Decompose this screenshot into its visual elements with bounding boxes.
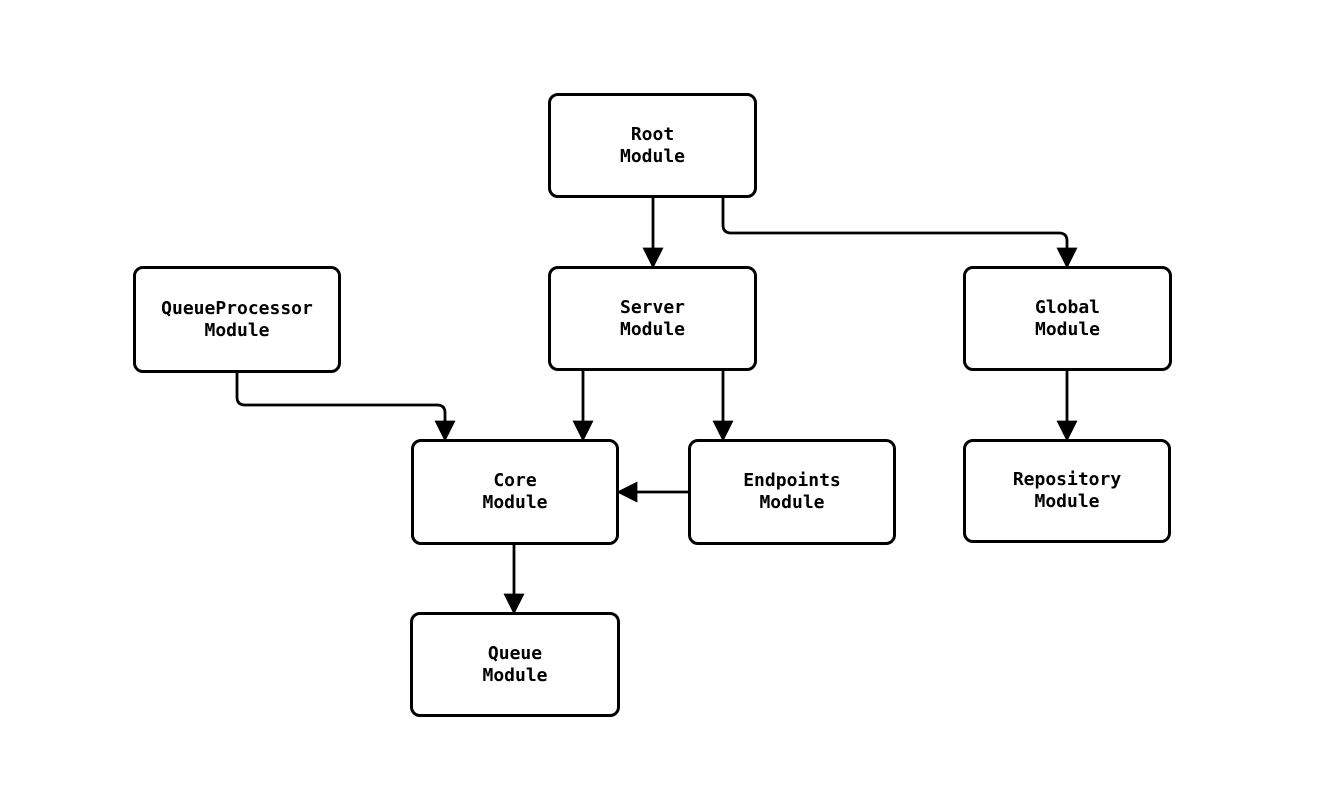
node-global-module: Global Module [963, 266, 1172, 371]
node-server-module-label: Server Module [619, 296, 686, 340]
node-queueprocessor-module: QueueProcessor Module [133, 266, 341, 373]
node-global-module-label: Global Module [1034, 296, 1101, 340]
node-root-module-label: Root Module [619, 123, 686, 167]
node-endpoints-module-label: Endpoints Module [743, 470, 841, 513]
node-queue-module: Queue Module [410, 612, 620, 717]
node-queue-module-label: Queue Module [482, 642, 548, 686]
node-core-module-label: Core Module [482, 470, 548, 513]
edge-root-to-global [721, 198, 1078, 269]
node-repository-module-label: Repository Module [1012, 469, 1122, 512]
node-core-module: Core Module [411, 439, 619, 545]
node-repository-module: Repository Module [963, 439, 1171, 543]
node-endpoints-module: Endpoints Module [688, 439, 896, 545]
node-server-module: Server Module [548, 266, 757, 371]
node-root-module: Root Module [548, 93, 757, 198]
edge-queueprocessor-to-core [235, 373, 456, 442]
node-queueprocessor-module-label: QueueProcessor Module [161, 297, 313, 341]
